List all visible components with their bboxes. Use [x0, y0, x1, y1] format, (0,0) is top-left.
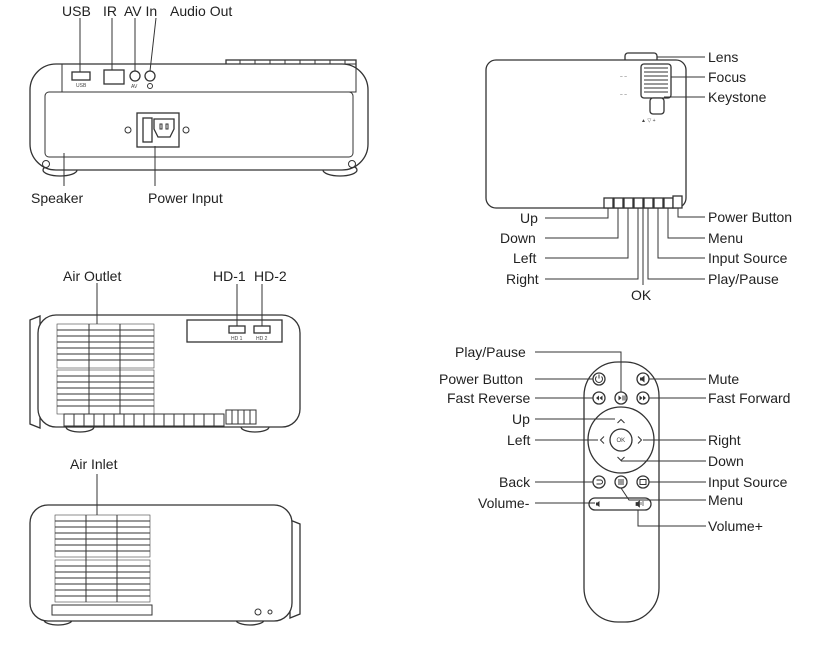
remote-control: OK Play/Pause Power Button F — [439, 344, 790, 623]
label-air-inlet: Air Inlet — [70, 456, 118, 472]
usb-port — [71, 71, 91, 81]
label-down: Down — [500, 230, 536, 246]
hd1-port-mark: HD 1 — [231, 336, 243, 342]
label-keystone: Keystone — [708, 89, 767, 105]
keystone-knob — [649, 97, 665, 115]
label-usb: USB — [62, 3, 91, 19]
av-in-jack — [129, 70, 141, 82]
label-power-input: Power Input — [148, 190, 223, 206]
av-port-mark: AV — [131, 84, 138, 90]
focus-ring — [640, 63, 672, 99]
usb-port-mark: USB — [76, 83, 87, 89]
label-hd1: HD-1 — [213, 268, 246, 284]
remote-label-up: Up — [512, 411, 530, 427]
top-view: − − − − ▲ ▽ + Lens Focus Keystone — [485, 49, 792, 303]
label-hd2: HD-2 — [254, 268, 287, 284]
remote-label-volume-plus: Volume+ — [708, 518, 763, 534]
hd2-port-mark: HD 2 — [256, 336, 268, 342]
remote-label-menu: Menu — [708, 492, 743, 508]
lens-mark-bottom: ▲ ▽ + — [641, 118, 656, 124]
label-menu: Menu — [708, 230, 743, 246]
remote-label-volume-minus: Volume- — [478, 495, 530, 511]
remote-volume-rocker — [588, 497, 652, 511]
remote-input-source-button — [636, 475, 650, 489]
remote-label-back: Back — [499, 474, 531, 490]
audio-out-jack — [144, 70, 156, 82]
label-right: Right — [506, 271, 539, 287]
remote-back-button — [592, 475, 606, 489]
lens-mark-top: − − — [620, 74, 627, 80]
remote-ok-button — [609, 428, 633, 452]
remote-label-down: Down — [708, 453, 744, 469]
ir-receiver — [103, 69, 125, 85]
label-ir: IR — [103, 3, 117, 19]
rear-view: USB AV USB IR AV In Audio Out Speaker Po… — [29, 3, 369, 206]
air-inlet-vents — [54, 514, 151, 603]
label-ok: OK — [631, 287, 652, 303]
power-input-socket — [124, 112, 190, 148]
remote-label-left: Left — [507, 432, 530, 448]
hdmi-1-port — [228, 325, 246, 334]
remote-ok-key-mark: OK — [617, 438, 626, 444]
remote-label-play-pause: Play/Pause — [455, 344, 526, 360]
label-lens: Lens — [708, 49, 738, 65]
label-speaker: Speaker — [31, 190, 83, 206]
remote-label-input-source: Input Source — [708, 474, 788, 490]
label-power-button: Power Button — [708, 209, 792, 225]
label-audio-out: Audio Out — [170, 3, 232, 19]
label-up: Up — [520, 210, 538, 226]
label-input-source: Input Source — [708, 250, 788, 266]
remote-label-right: Right — [708, 432, 741, 448]
side-outlet-view: HD 1 HD 2 Air Outlet HD-1 HD-2 — [29, 268, 301, 433]
hdmi-2-port — [253, 325, 271, 334]
label-left: Left — [513, 250, 536, 266]
remote-label-mute: Mute — [708, 371, 739, 387]
control-buttons — [603, 195, 683, 209]
label-av-in: AV In — [124, 3, 157, 19]
label-air-outlet: Air Outlet — [63, 268, 121, 284]
label-play-pause: Play/Pause — [708, 271, 779, 287]
remote-label-power-button: Power Button — [439, 371, 523, 387]
lens-mark-mid: − − — [620, 92, 627, 98]
air-outlet-vents — [56, 323, 155, 415]
remote-label-fast-reverse: Fast Reverse — [447, 390, 530, 406]
label-focus: Focus — [708, 69, 746, 85]
side-inlet-view: Air Inlet — [29, 456, 301, 626]
remote-label-fast-forward: Fast Forward — [708, 390, 790, 406]
